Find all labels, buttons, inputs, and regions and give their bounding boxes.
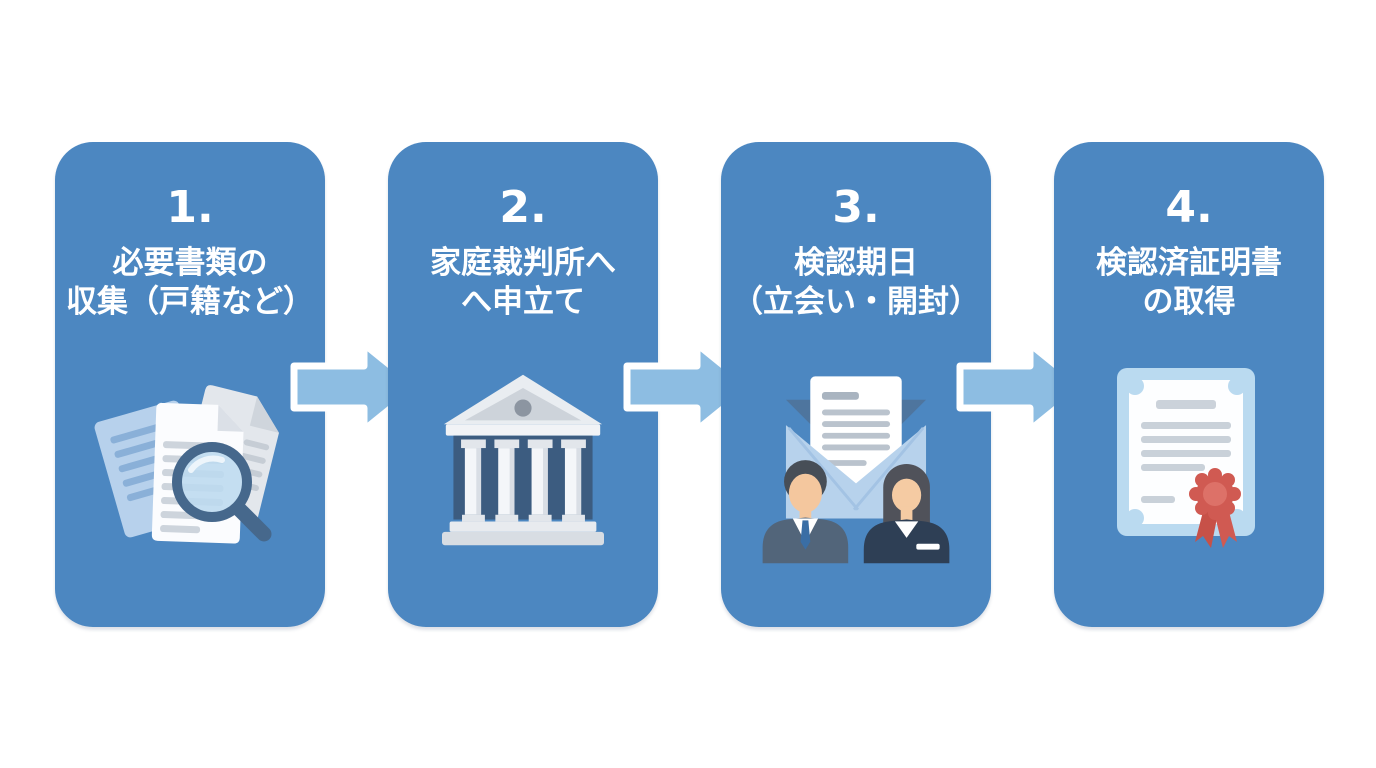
step-title: 必要書類の 収集（戸籍など）	[55, 244, 325, 322]
step-number: 3.	[832, 182, 880, 233]
step-number: 1.	[166, 182, 214, 233]
documents-magnifier-icon	[90, 364, 290, 563]
certificate-ribbon-icon	[1111, 366, 1267, 556]
step-title-line1: 検認済証明書	[1096, 245, 1282, 281]
step-title: 検認期日 （立会い・開封）	[721, 244, 991, 322]
step-number: 4.	[1165, 182, 1213, 233]
step-title-line1: 家庭裁判所へ	[430, 245, 616, 281]
step-title-line2: （立会い・開封）	[732, 283, 980, 320]
step-title-line2: へ申立て	[461, 283, 585, 320]
courthouse-icon	[442, 372, 604, 551]
envelope-witnesses-icon	[749, 360, 963, 570]
woman-figure	[863, 463, 950, 564]
step-title-line1: 検認期日	[794, 245, 918, 281]
step-title: 検認済証明書 の取得	[1054, 244, 1324, 322]
step-card-1: 1. 必要書類の 収集（戸籍など）	[55, 142, 325, 627]
step-number: 2.	[499, 182, 547, 233]
step-card-4: 4. 検認済証明書 の取得	[1054, 142, 1324, 627]
step-card-2: 2. 家庭裁判所へ へ申立て	[388, 142, 658, 627]
step-title-line1: 必要書類の	[112, 245, 268, 281]
step-title-line2: 収集（戸籍など）	[66, 283, 314, 320]
man-figure	[762, 460, 849, 564]
step-card-3: 3. 検認期日 （立会い・開封）	[721, 142, 991, 627]
step-title: 家庭裁判所へ へ申立て	[388, 244, 658, 322]
step-title-line2: の取得	[1142, 283, 1236, 320]
